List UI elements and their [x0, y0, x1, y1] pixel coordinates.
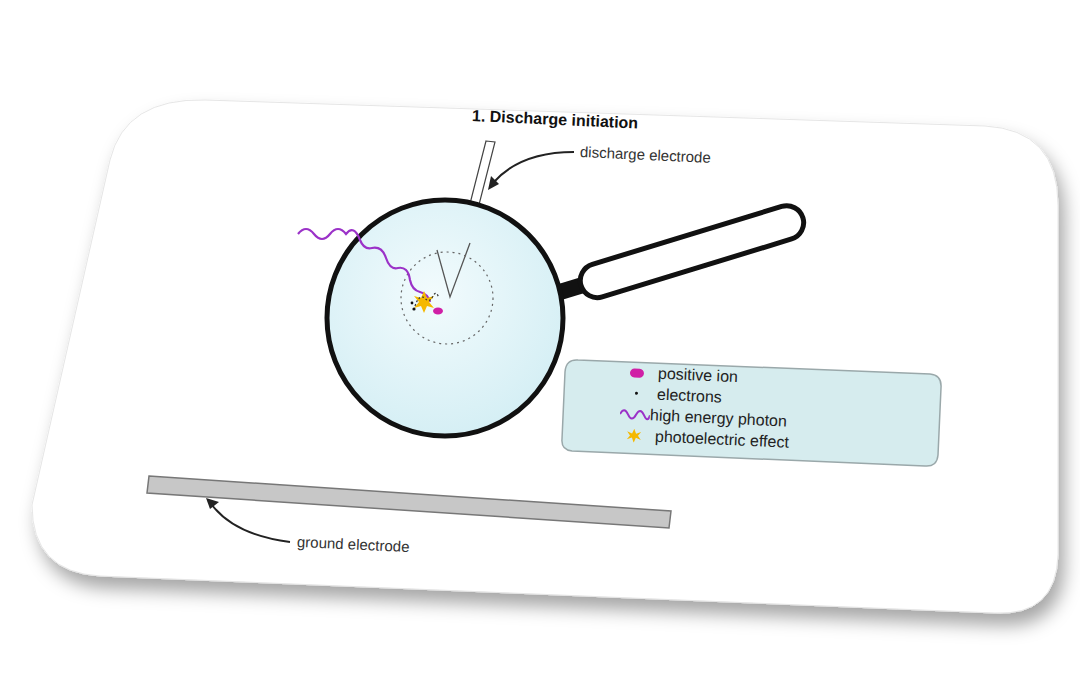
- star-symbol: [619, 428, 650, 443]
- card: [32, 100, 1058, 613]
- photon-symbol: [620, 407, 651, 422]
- electron-track: [415, 293, 439, 306]
- legend-swatch: [635, 392, 638, 395]
- legend-sample: [622, 365, 653, 380]
- electron: [412, 307, 415, 310]
- ionization-region: [401, 252, 493, 344]
- ground-electrode: [147, 476, 671, 528]
- legend-sample: [621, 386, 652, 401]
- arrow-head: [206, 498, 219, 509]
- arrow-head: [488, 176, 499, 190]
- legend-sample: [619, 428, 650, 443]
- electron: [411, 302, 414, 305]
- legend-sample: [620, 407, 651, 422]
- leader-arrow: [493, 152, 574, 183]
- leader-arrow: [212, 505, 290, 542]
- positive-ion: [433, 308, 443, 315]
- legend-box: [562, 360, 941, 466]
- legend-text: electrons: [657, 386, 723, 407]
- magnifier-lens: [327, 200, 563, 436]
- photon-wave: [298, 229, 430, 302]
- legend-text: positive ion: [658, 365, 739, 387]
- magnifier-handle: [555, 201, 808, 308]
- legend-swatch: [630, 368, 644, 378]
- electrode-tip: [437, 243, 470, 297]
